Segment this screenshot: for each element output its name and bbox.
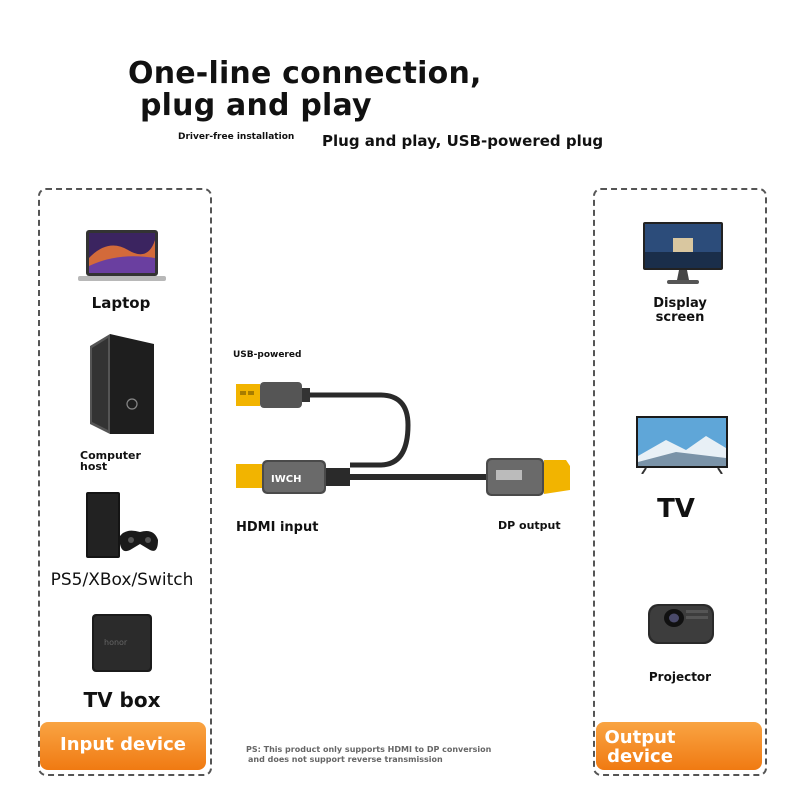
device-label-display-screen: Display screen: [653, 296, 707, 325]
laptop-icon: [78, 230, 166, 281]
tv-box-icon: honor: [92, 614, 152, 672]
subtitle-main: Plug and play, USB-powered plug: [322, 132, 604, 150]
svg-text:honor: honor: [104, 638, 128, 647]
subtitle-small: Driver-free installation: [178, 132, 295, 142]
page-title: One-line connection, plug and play: [128, 58, 482, 122]
device-label-projector: Projector: [648, 670, 712, 684]
tv-icon: [636, 416, 728, 474]
device-label-tv: TV: [657, 494, 695, 524]
computer-tower-icon: [90, 334, 154, 434]
device-label-computer-host: Computer host: [80, 449, 141, 473]
footnote: PS: This product only supports HDMI to D…: [246, 745, 491, 765]
monitor-icon: [643, 222, 723, 284]
device-label-laptop: Laptop: [91, 294, 151, 312]
output-devices-panel: [593, 188, 767, 776]
title-line-2: plug and play: [140, 88, 372, 123]
footnote-line-1: PS: This product only supports HDMI to D…: [246, 745, 492, 754]
device-label-console: PS5/XBox/Switch: [50, 570, 194, 590]
hdmi-input-label: HDMI input: [236, 520, 319, 535]
output-device-badge: Output device: [596, 722, 762, 770]
projector-icon: [648, 604, 714, 644]
footnote-line-2: and does not support reverse transmissio…: [248, 755, 443, 764]
input-devices-panel: [38, 188, 212, 776]
usb-powered-label: USB-powered: [233, 350, 302, 360]
hdmi-to-dp-cable: IWCH: [236, 382, 570, 496]
brand-text: IWCH: [271, 474, 301, 485]
dp-output-label: DP output: [498, 519, 561, 532]
input-device-badge: Input device: [40, 722, 206, 770]
title-line-1: One-line connection,: [128, 56, 482, 91]
device-label-tv-box: TV box: [83, 688, 161, 712]
game-console-icon: [86, 492, 158, 558]
